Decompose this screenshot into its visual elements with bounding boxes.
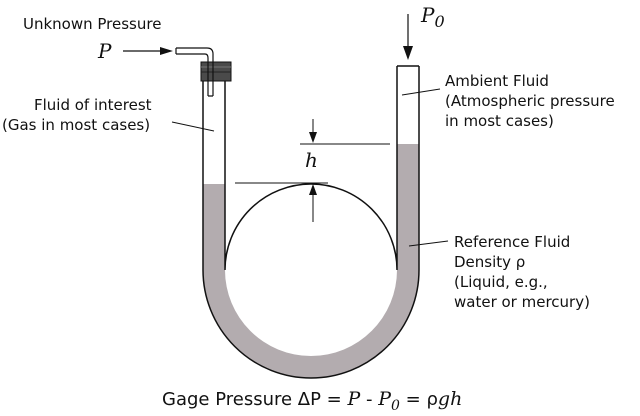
reference-fluid-line4: water or mercury) xyxy=(454,293,590,311)
unknown-pressure-label: Unknown Pressure xyxy=(23,15,161,33)
gage-pressure-formula: Gage Pressure ΔP = P - P0 = ρgh xyxy=(162,388,462,414)
leader-ambient-fluid xyxy=(401,88,441,96)
p0-symbol-label: P0 xyxy=(420,3,445,31)
p0-arrow-head xyxy=(403,46,413,60)
reference-fluid-line3: (Liquid, e.g., xyxy=(454,273,548,291)
h-arrow-top-head xyxy=(309,132,317,143)
inlet-pipe xyxy=(175,47,214,97)
h-arrow-bottom-head xyxy=(309,184,317,195)
u-tube-inner-wall xyxy=(224,66,398,271)
fluid-of-interest-line1: Fluid of interest xyxy=(34,96,152,114)
ambient-fluid-line2: (Atmospheric pressure xyxy=(445,92,615,110)
p-symbol-label: P xyxy=(97,39,112,63)
p-arrow-head xyxy=(160,47,173,55)
u-tube-outer-wall xyxy=(202,66,420,379)
reference-fluid-line1: Reference Fluid xyxy=(454,233,570,251)
ambient-fluid-line1: Ambient Fluid xyxy=(445,72,549,90)
h-symbol-label: h xyxy=(305,148,318,172)
leader-fluid-of-interest xyxy=(171,121,215,132)
reference-fluid-line2: Density ρ xyxy=(454,253,525,271)
reference-fluid-fill xyxy=(203,144,419,378)
ambient-fluid-line3: in most cases) xyxy=(445,112,554,130)
fluid-of-interest-line2: (Gas in most cases) xyxy=(2,116,150,134)
leader-reference-fluid xyxy=(408,240,449,247)
